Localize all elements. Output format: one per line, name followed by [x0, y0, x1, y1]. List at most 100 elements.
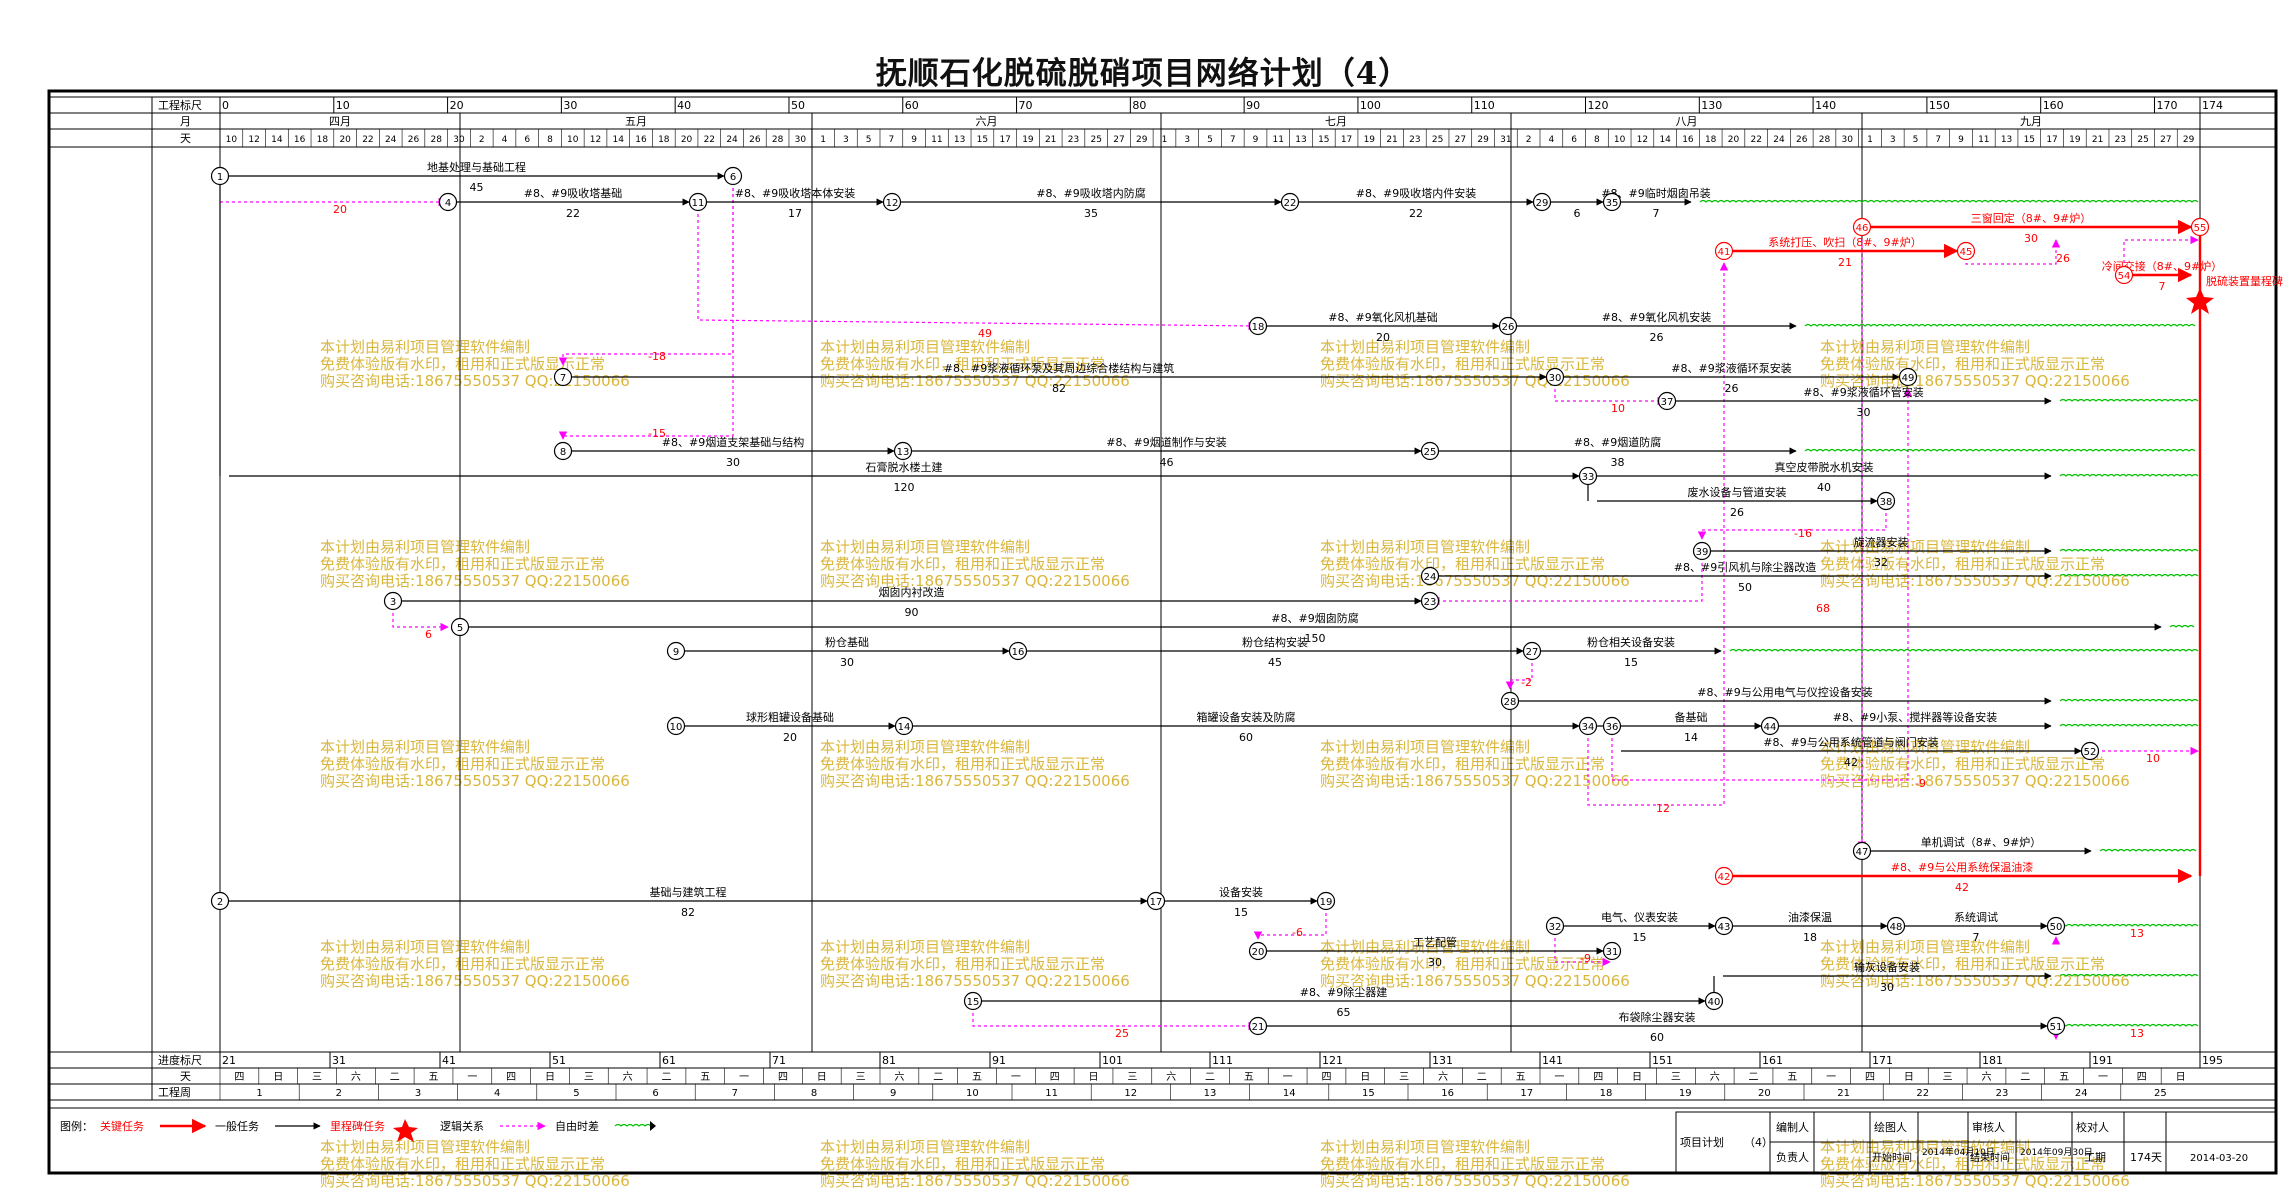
task-label: #8、#9吸收塔本体安装	[735, 186, 855, 200]
event-node	[1714, 916, 1734, 936]
day-cell: 29	[1477, 135, 1489, 145]
day-cell: 21	[2092, 135, 2103, 145]
event-node-label: 45	[1960, 247, 1973, 258]
task-duration: 22	[1409, 207, 1423, 220]
watermark-line: 本计划由易利项目管理软件编制	[820, 1138, 1030, 1156]
event-node-label: 39	[1696, 547, 1709, 558]
watermark-line: 购买咨询电话:18675550537 QQ:22150066	[820, 572, 1130, 590]
event-node	[1692, 541, 1712, 561]
bottom-tick-label: 51	[552, 1054, 566, 1067]
week-cell: 10	[966, 1088, 979, 1099]
free-float-line	[2059, 398, 2199, 402]
weekday-cell: 二	[1205, 1072, 1215, 1083]
logic-link	[392, 613, 449, 632]
free-float-line	[2059, 573, 2199, 577]
event-node	[1714, 866, 1734, 886]
info-end-value: 2014年09月30日	[2020, 1146, 2093, 1158]
weekday-cell: 四	[234, 1072, 244, 1083]
bottom-tick-label: 91	[992, 1054, 1006, 1067]
day-cell: 30	[453, 135, 465, 145]
weekday-cell: 五	[1244, 1072, 1254, 1083]
event-node	[1420, 591, 1440, 611]
day-cell: 21	[1386, 135, 1397, 145]
day-cell: 11	[1978, 135, 1989, 145]
watermark-line: 免费体验版有水印，租用和正式版显示正常	[1820, 955, 2105, 973]
info-project: 项目计划	[1680, 1136, 1724, 1149]
event-node-label: 21	[1252, 1022, 1265, 1033]
bottom-tick-label: 81	[882, 1054, 896, 1067]
day-cell: 20	[1728, 135, 1740, 145]
watermark-line: 免费体验版有水印，租用和正式版显示正常	[820, 755, 1105, 773]
free-float-line	[1804, 323, 2196, 327]
info-period-value: 174天	[2130, 1151, 2162, 1164]
task-duration: 45	[1268, 656, 1282, 669]
logic-links	[220, 188, 2199, 1040]
task-label: 真空皮带脱水机安装	[1775, 460, 1874, 474]
top-tick-label: 90	[1246, 99, 1260, 112]
day-cell: 25	[1090, 135, 1101, 145]
logic-link	[972, 1013, 1257, 1031]
month-label-cell: 八月	[1676, 115, 1698, 128]
task-label: 旋流器安装	[1854, 535, 1909, 549]
logic-note: 10	[2146, 752, 2160, 765]
top-tick-label: 70	[1019, 99, 1033, 112]
legend-milestone-label: 里程碑任务	[330, 1120, 385, 1133]
info-start-value: 2014年04月10日	[1922, 1146, 1995, 1158]
day-cell: 28	[430, 135, 442, 145]
task-duration: 50	[1738, 581, 1752, 594]
free-float-line	[2059, 723, 2199, 727]
event-node-label: 23	[1424, 597, 1437, 608]
watermark-line: 免费体验版有水印，租用和正式版显示正常	[1820, 555, 2105, 573]
event-node-label: 43	[1718, 922, 1731, 933]
day-cell: 1	[1162, 135, 1168, 145]
weekday-cell: 六	[1981, 1071, 1991, 1083]
event-node	[1420, 441, 1440, 461]
event-node-label: 44	[1764, 722, 1777, 733]
weekday-cell: 一	[739, 1072, 749, 1083]
day-cell: 23	[2115, 135, 2126, 145]
day-cell: 5	[1207, 135, 1213, 145]
event-node-label: 33	[1582, 472, 1595, 483]
task-label: #8、#9浆液循环泵及其周边综合楼结构与建筑	[944, 361, 1174, 375]
watermark-line: 免费体验版有水印，租用和正式版显示正常	[1320, 555, 1605, 573]
month-label-cell: 九月	[2020, 115, 2042, 128]
day-cell: 11	[1273, 135, 1284, 145]
task-label: #8、#9与公用系统保温油漆	[1891, 860, 2033, 874]
day-cell: 7	[889, 135, 895, 145]
bottom-tick-label: 191	[2092, 1054, 2113, 1067]
legend-normal-label: 一般任务	[215, 1120, 259, 1133]
bottom-tick-label: 71	[772, 1054, 786, 1067]
event-node	[1714, 241, 1734, 261]
task-label: 石膏脱水楼土建	[866, 460, 943, 474]
watermark-line: 购买咨询电话:18675550537 QQ:22150066	[1820, 1172, 2130, 1190]
info-number: （4）	[1744, 1136, 1773, 1149]
logic-note: 13	[2130, 927, 2144, 940]
month-label-cell: 四月	[329, 115, 351, 128]
watermark-line: 本计划由易利项目管理软件编制	[320, 538, 530, 556]
event-node-label: 30	[1549, 373, 1562, 384]
task-label: 粉仓相关设备安装	[1587, 635, 1675, 649]
free-float-line	[1804, 448, 2196, 452]
weekday-cell: 日	[817, 1072, 827, 1083]
day-cell: 10	[567, 135, 579, 145]
task-duration: 30	[2024, 232, 2038, 245]
weekday-cell: 四	[1050, 1072, 1060, 1083]
logic-link	[1554, 938, 1611, 967]
event-node-label: 48	[1890, 922, 1903, 933]
day-cell: 20	[339, 135, 351, 145]
event-node-label: 40	[1708, 997, 1721, 1008]
watermark-line: 本计划由易利项目管理软件编制	[320, 938, 530, 956]
event-node	[2046, 1016, 2066, 1036]
task-label: #8、#9烟囱防腐	[1271, 611, 1358, 625]
week-cell: 20	[1758, 1088, 1771, 1099]
task-label: #8、#9烟道防腐	[1574, 435, 1661, 449]
outer-frame	[47, 89, 2278, 1175]
day-label: 天	[180, 132, 191, 145]
task-duration: 15	[1234, 906, 1248, 919]
weekday-cell: 三	[312, 1072, 322, 1083]
event-node	[1956, 241, 1976, 261]
top-tick-label: 0	[222, 99, 229, 112]
task-label: 基础与建筑工程	[650, 885, 727, 899]
event-node-label: 25	[1424, 447, 1437, 458]
